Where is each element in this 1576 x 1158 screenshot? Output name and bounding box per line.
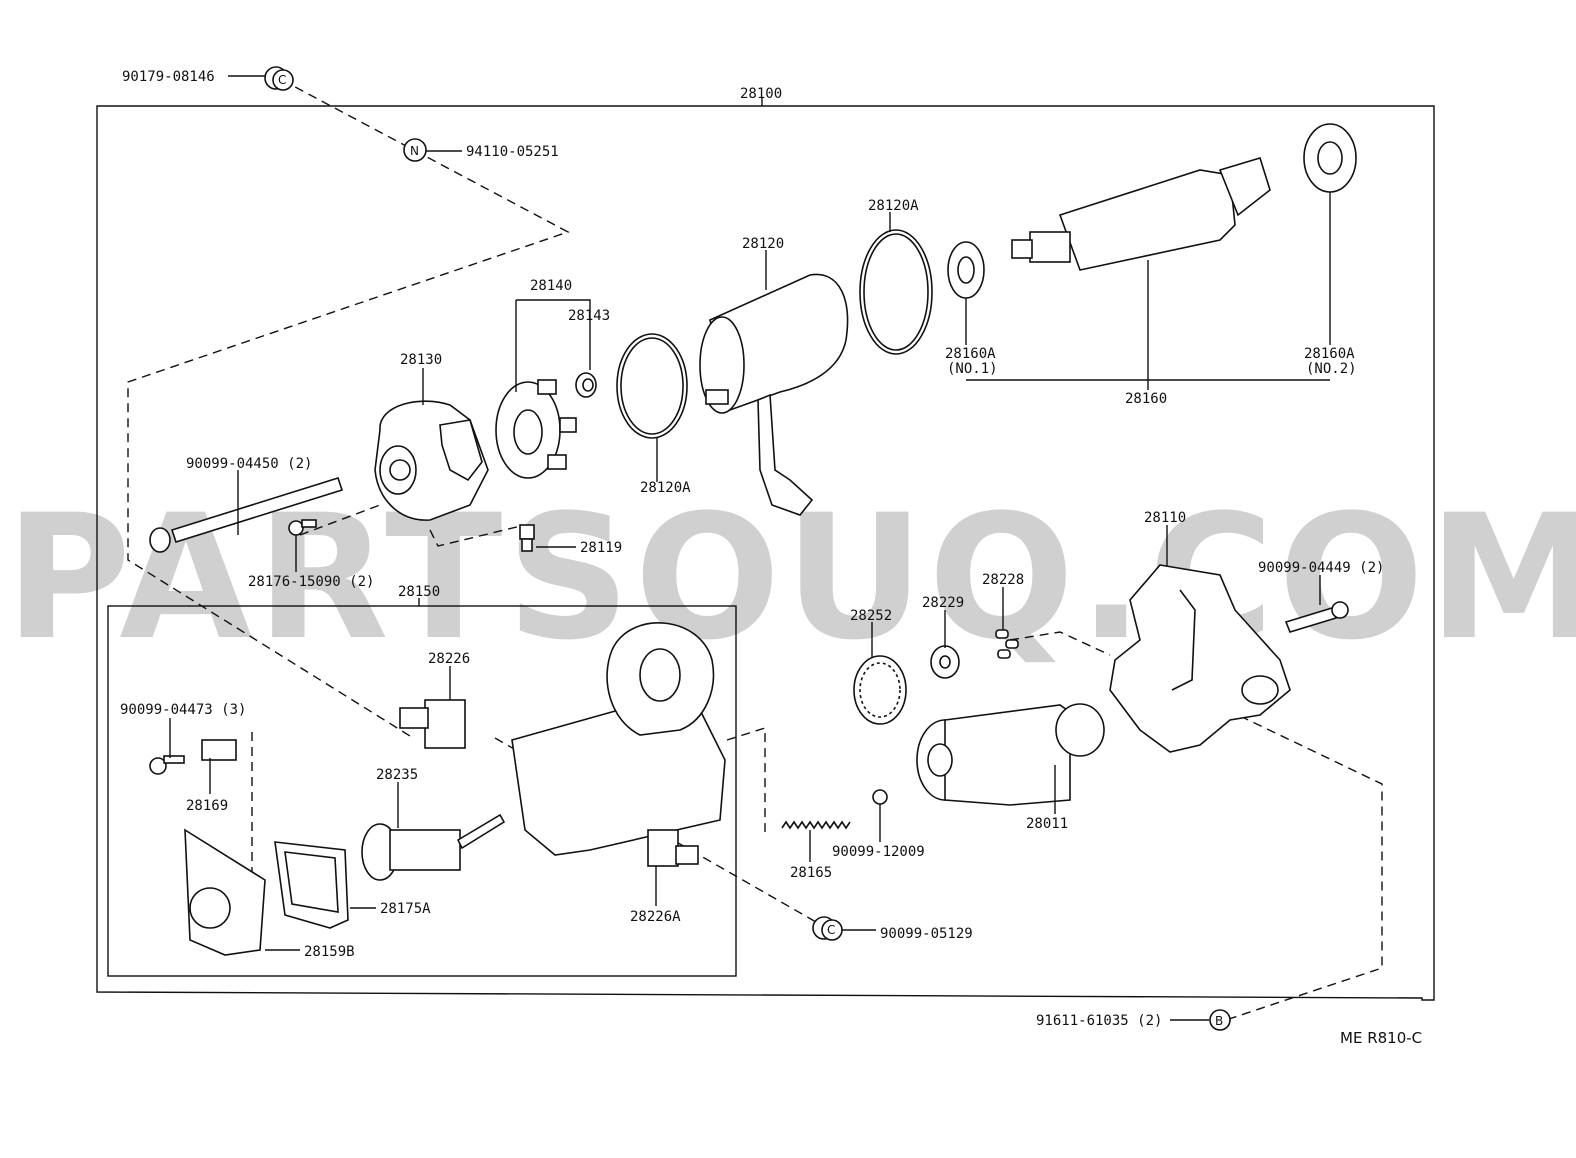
idle-gear-28252 xyxy=(853,655,907,725)
label-28176-15090: 28176-15090 (2) xyxy=(248,574,374,590)
label-28120a-bottom: 28120A xyxy=(640,480,691,496)
label-28229: 28229 xyxy=(922,595,964,611)
marker-n-text: N xyxy=(410,144,419,158)
marker-n: N xyxy=(403,138,427,162)
plunger-28235 xyxy=(361,813,506,881)
label-28226: 28226 xyxy=(428,651,470,667)
commutator-end-frame-28130 xyxy=(374,400,489,521)
nut-90099-05129: C xyxy=(812,916,843,941)
o-ring-28120a-left xyxy=(616,333,688,439)
part-28119 xyxy=(519,524,535,552)
retainer-28229 xyxy=(930,645,960,679)
drive-housing-28110 xyxy=(1109,564,1291,753)
o-ring-28120a-right xyxy=(859,229,933,355)
label-90099-04449: 90099-04449 (2) xyxy=(1258,560,1384,576)
figure-code: ME R810-C xyxy=(1340,1029,1422,1047)
label-28165: 28165 xyxy=(790,865,832,881)
lever-28169 xyxy=(201,739,237,761)
label-28169: 28169 xyxy=(186,798,228,814)
marker-c-top: C xyxy=(278,73,286,87)
label-28110: 28110 xyxy=(1144,510,1186,526)
label-90179-08146: 90179-08146 xyxy=(122,69,215,85)
screw-28176 xyxy=(288,519,317,536)
dashed-centerline-spring xyxy=(726,727,766,832)
label-28119: 28119 xyxy=(580,540,622,556)
label-28150: 28150 xyxy=(398,584,440,600)
rollers-28228 xyxy=(995,629,1019,659)
spring-28165 xyxy=(781,820,851,830)
assembly-frame-28150 xyxy=(107,605,737,977)
label-28160a-no2: 28160A xyxy=(1304,346,1355,362)
bearing-28160a-no2 xyxy=(1303,123,1357,193)
label-28100: 28100 xyxy=(740,86,782,102)
dashed-centerline-housing xyxy=(1009,631,1111,656)
marker-c-bottom: C xyxy=(827,923,835,937)
label-28120a-top: 28120A xyxy=(868,198,919,214)
armature-28160 xyxy=(1011,157,1271,271)
terminal-28226 xyxy=(399,699,466,749)
marker-b-text: B xyxy=(1215,1014,1223,1028)
starter-housing-28150 xyxy=(511,622,726,856)
label-28228: 28228 xyxy=(982,572,1024,588)
dashed-centerline-28119 xyxy=(429,524,526,547)
bearing-28160a-no1 xyxy=(947,241,985,299)
label-28160: 28160 xyxy=(1125,391,1167,407)
label-28120: 28120 xyxy=(742,236,784,252)
dashed-centerline-upper xyxy=(127,79,570,737)
label-90099-05129: 90099-05129 xyxy=(880,926,973,942)
bolt-90099-04449 xyxy=(1284,601,1349,633)
yoke-28120 xyxy=(699,273,849,516)
label-28143: 28143 xyxy=(568,308,610,324)
label-28235: 28235 xyxy=(376,767,418,783)
screw-90099-04473 xyxy=(149,755,185,775)
leader-lines xyxy=(169,75,1331,1021)
label-28160a-no1: 28160A xyxy=(945,346,996,362)
label-28160a-no2-sub: (NO.2) xyxy=(1306,361,1357,377)
label-28160a-no1-sub: (NO.1) xyxy=(947,361,998,377)
label-28252: 28252 xyxy=(850,608,892,624)
label-28175a: 28175A xyxy=(380,901,431,917)
nut-90179-08146: C xyxy=(264,66,294,91)
gasket-28175a xyxy=(274,841,349,929)
assembly-frame-28100 xyxy=(96,105,1435,1001)
ball-90099-12009 xyxy=(872,789,888,805)
label-90099-04450: 90099-04450 (2) xyxy=(186,456,312,472)
cover-28159b xyxy=(184,828,266,956)
brush-holder-28140 xyxy=(495,379,577,479)
label-28130: 28130 xyxy=(400,352,442,368)
label-28226a: 28226A xyxy=(630,909,681,925)
label-28159b: 28159B xyxy=(304,944,355,960)
label-94110-05251: 94110-05251 xyxy=(466,144,559,160)
label-90099-12009: 90099-12009 xyxy=(832,844,925,860)
spring-28143 xyxy=(575,372,597,398)
label-28011: 28011 xyxy=(1026,816,1068,832)
marker-b: B xyxy=(1209,1009,1231,1031)
label-91611-61035: 91611-61035 (2) xyxy=(1036,1013,1162,1029)
label-28140: 28140 xyxy=(530,278,572,294)
starter-clutch-28011 xyxy=(916,703,1105,806)
dashed-centerline-bolt-b xyxy=(1225,715,1383,1021)
through-bolt-90099-04450 xyxy=(149,477,344,553)
label-90099-04473: 90099-04473 (3) xyxy=(120,702,246,718)
terminal-28226a xyxy=(647,829,699,867)
